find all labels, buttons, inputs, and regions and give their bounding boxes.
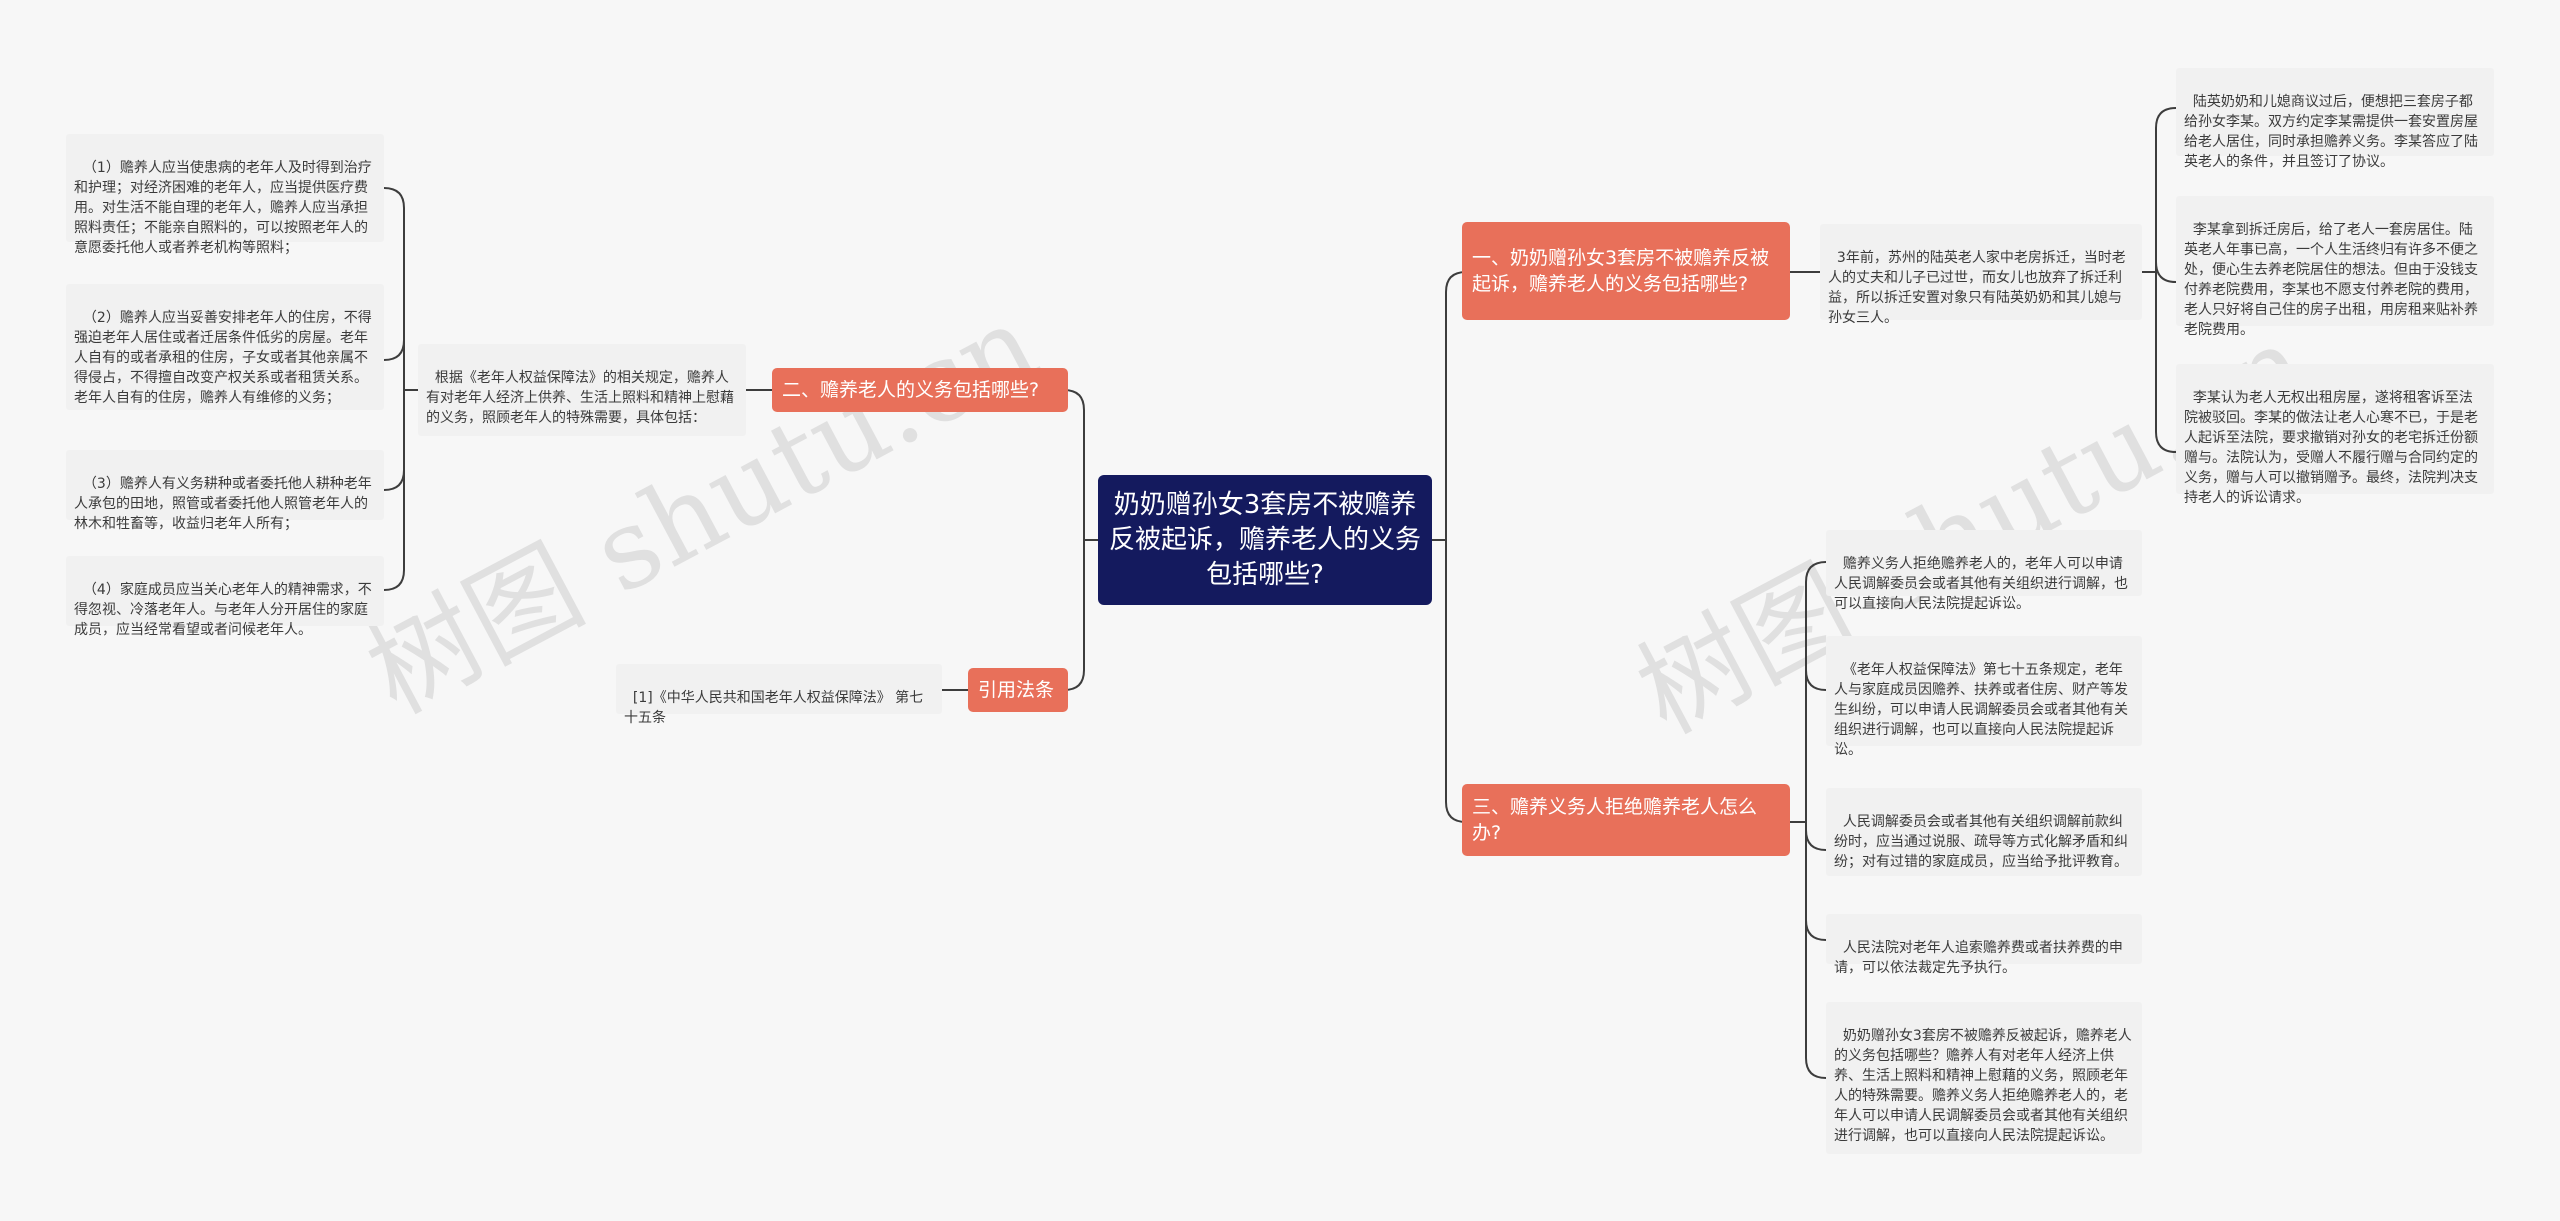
b2-item-leaf-3[interactable]: （3）赡养人有义务耕种或者委托他人耕种老年人承包的田地，照管或者委托他人照管老年… [66, 450, 384, 532]
branch-4-label: 引用法条 [978, 679, 1055, 701]
connector-b1-story [2142, 107, 2177, 273]
branch-3-label: 三、赡养义务人拒绝赡养老人怎么办? [1472, 796, 1758, 844]
connector-root-b2 [1063, 389, 1098, 541]
b1-intro-leaf[interactable]: 3年前，苏州的陆英老人家中老房拆迁，当时老人的丈夫和儿子已过世，而女儿也放弃了拆… [1820, 224, 2142, 326]
b2-item-text-4: （4）家庭成员应当关心老年人的精神需求，不得忽视、冷落老年人。与老年人分开居住的… [74, 582, 372, 638]
b1-intro-text: 3年前，苏州的陆英老人家中老房拆迁，当时老人的丈夫和儿子已过世，而女儿也放弃了拆… [1828, 250, 2126, 326]
b4-citation-text: [1]《中华人民共和国老年人权益保障法》 第七十五条 [624, 690, 924, 726]
b3-item-text-3: 人民调解委员会或者其他有关组织调解前款纠纷时，应当通过说服、疏导等方式化解矛盾和… [1834, 814, 2128, 870]
b1-story-leaf-3[interactable]: 李某认为老人无权出租房屋，遂将租客诉至法院被驳回。李某的做法让老人心寒不已，于是… [2176, 364, 2494, 506]
b2-item-leaf-4[interactable]: （4）家庭成员应当关心老年人的精神需求，不得忽视、冷落老年人。与老年人分开居住的… [66, 556, 384, 638]
root-node[interactable]: 奶奶赠孙女3套房不被赡养反被起诉，赡养老人的义务包括哪些? [1098, 475, 1432, 605]
b3-item-leaf-1[interactable]: 赡养义务人拒绝赡养老人的，老年人可以申请人民调解委员会或者其他有关组织进行调解，… [1826, 530, 2142, 612]
connector-root-b4 [1063, 540, 1085, 691]
b3-item-text-5: 奶奶赠孙女3套房不被赡养反被起诉，赡养老人的义务包括哪些？赡养人有对老年人经济上… [1834, 1028, 2132, 1144]
b3-item-leaf-3[interactable]: 人民调解委员会或者其他有关组织调解前款纠纷时，应当通过说服、疏导等方式化解矛盾和… [1826, 788, 2142, 876]
branch-2-node[interactable]: 二、赡养老人的义务包括哪些? [772, 368, 1068, 412]
b3-item-leaf-4[interactable]: 人民法院对老年人追索赡养费或者扶养费的申请，可以依法裁定先予执行。 [1826, 914, 2142, 976]
b2-item-text-1: （1）赡养人应当使患病的老年人及时得到治疗和护理；对经济困难的老年人，应当提供医… [74, 160, 372, 256]
b1-story-leaf-2[interactable]: 李某拿到拆迁房后，给了老人一套房居住。陆英老人年事已高，一个人生活终归有许多不便… [2176, 196, 2494, 338]
b1-story-text-3: 李某认为老人无权出租房屋，遂将租客诉至法院被驳回。李某的做法让老人心寒不已，于是… [2184, 390, 2478, 506]
b3-item-leaf-5[interactable]: 奶奶赠孙女3套房不被赡养反被起诉，赡养老人的义务包括哪些？赡养人有对老年人经济上… [1826, 1002, 2142, 1154]
connector-root-b1 [1432, 271, 1467, 541]
b2-item-text-3: （3）赡养人有义务耕种或者委托他人耕种老年人承包的田地，照管或者委托他人照管老年… [74, 476, 372, 532]
b2-item-leaf-2[interactable]: （2）赡养人应当妥善安排老年人的住房，不得强迫老年人居住或者迁居条件低劣的房屋。… [66, 284, 384, 410]
b1-story-text-1: 陆英奶奶和儿媳商议过后，便想把三套房子都给孙女李某。双方约定李某需提供一套安置房… [2184, 94, 2478, 170]
b3-item-text-2: 《老年人权益保障法》第七十五条规定，老年人与家庭成员因赡养、扶养或者住房、财产等… [1834, 662, 2128, 758]
b3-item-text-4: 人民法院对老年人追索赡养费或者扶养费的申请，可以依法裁定先予执行。 [1834, 940, 2123, 976]
branch-1-label: 一、奶奶赠孙女3套房不被赡养反被起诉，赡养老人的义务包括哪些? [1472, 247, 1770, 295]
connector-b3-items [1790, 561, 1827, 823]
b2-intro-leaf[interactable]: 根据《老年人权益保障法》的相关规定，赡养人有对老年人经济上供养、生活上照料和精神… [418, 344, 746, 436]
b1-story-text-2: 李某拿到拆迁房后，给了老人一套房居住。陆英老人年事已高，一个人生活终归有许多不便… [2184, 222, 2478, 338]
b3-item-leaf-2[interactable]: 《老年人权益保障法》第七十五条规定，老年人与家庭成员因赡养、扶养或者住房、财产等… [1826, 636, 2142, 758]
b3-item-text-1: 赡养义务人拒绝赡养老人的，老年人可以申请人民调解委员会或者其他有关组织进行调解，… [1834, 556, 2128, 612]
b2-intro-text: 根据《老年人权益保障法》的相关规定，赡养人有对老年人经济上供养、生活上照料和精神… [426, 370, 734, 426]
connector-b2-items [383, 187, 418, 391]
branch-2-label: 二、赡养老人的义务包括哪些? [782, 379, 1040, 401]
branch-4-node[interactable]: 引用法条 [968, 668, 1068, 712]
b2-item-text-2: （2）赡养人应当妥善安排老年人的住房，不得强迫老年人居住或者迁居条件低劣的房屋。… [74, 310, 372, 406]
branch-1-node[interactable]: 一、奶奶赠孙女3套房不被赡养反被起诉，赡养老人的义务包括哪些? [1462, 222, 1790, 320]
connector-root-b3 [1445, 540, 1467, 823]
branch-3-node[interactable]: 三、赡养义务人拒绝赡养老人怎么办? [1462, 784, 1790, 856]
b4-citation-leaf[interactable]: [1]《中华人民共和国老年人权益保障法》 第七十五条 [616, 664, 942, 726]
root-title: 奶奶赠孙女3套房不被赡养反被起诉，赡养老人的义务包括哪些? [1108, 489, 1421, 590]
b2-item-leaf-1[interactable]: （1）赡养人应当使患病的老年人及时得到治疗和护理；对经济困难的老年人，应当提供医… [66, 134, 384, 256]
b1-story-leaf-1[interactable]: 陆英奶奶和儿媳商议过后，便想把三套房子都给孙女李某。双方约定李某需提供一套安置房… [2176, 68, 2494, 170]
